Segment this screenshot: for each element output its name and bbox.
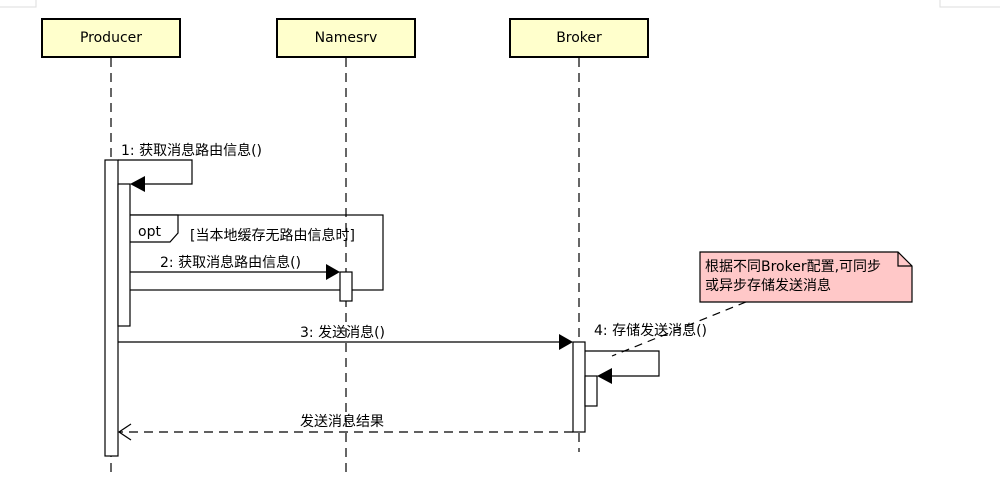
note: 根据不同Broker配置,可同步 或异步存储发送消息 — [611, 251, 913, 357]
message-3: 3: 发送消息() — [118, 324, 573, 350]
activation-broker-main — [572, 341, 586, 433]
frame-corner-right — [939, 0, 1000, 8]
opt-operator: opt — [138, 224, 161, 240]
note-line-2: 或异步存储发送消息 — [705, 277, 831, 294]
message-return: 发送消息结果 — [117, 413, 573, 441]
participant-producer: Producer — [41, 18, 181, 58]
message-2-label: 2: 获取消息路由信息() — [160, 254, 301, 271]
message-2: 2: 获取消息路由信息() — [130, 254, 340, 280]
activation-producer-main — [104, 159, 119, 457]
message-return-label: 发送消息结果 — [300, 413, 384, 430]
message-4-label: 4: 存储发送消息() — [594, 322, 707, 339]
activation-namesrv — [339, 271, 353, 302]
activation-producer-nested — [117, 183, 131, 327]
activation-broker-nested — [584, 375, 598, 407]
message-3-label: 3: 发送消息() — [300, 324, 385, 341]
message-4: 4: 存储发送消息() — [585, 322, 707, 384]
message-1-label: 1: 获取消息路由信息() — [121, 142, 262, 159]
frame-corner-left — [0, 0, 37, 8]
message-1: 1: 获取消息路由信息() — [118, 142, 262, 192]
opt-guard: [当本地缓存无路由信息时] — [190, 227, 355, 244]
note-line-1: 根据不同Broker配置,可同步 — [705, 259, 881, 275]
participant-broker: Broker — [509, 18, 649, 58]
participant-namesrv: Namesrv — [276, 18, 416, 58]
